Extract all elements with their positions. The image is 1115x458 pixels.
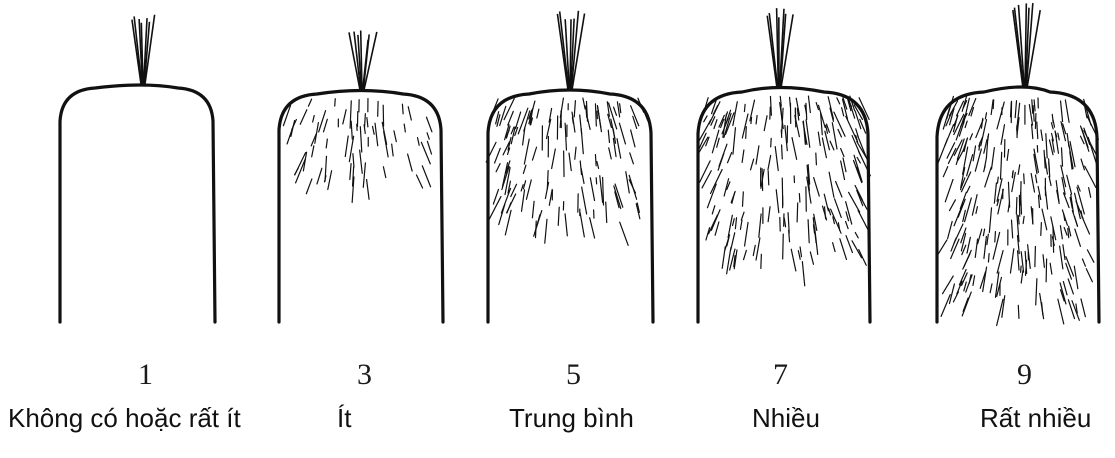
stage-7-score: 7	[773, 360, 788, 390]
stage-5-score: 5	[566, 360, 581, 390]
stage-7-outline	[698, 88, 870, 323]
stage-3-score: 3	[357, 360, 372, 390]
stage-9-tuft	[1013, 3, 1040, 88]
stage-1-drawing	[60, 15, 215, 322]
stage-1-label: Không có hoặc rất ít	[8, 405, 241, 431]
stage-3-outline	[279, 91, 443, 323]
stage-3-hairs	[283, 99, 431, 203]
stage-9-label: Rất nhiều	[980, 405, 1091, 431]
stage-3-drawing	[279, 31, 443, 322]
stage-7-hairs	[697, 96, 870, 286]
stage-3-tuft	[349, 31, 377, 90]
stage-5-drawing	[486, 11, 653, 322]
stage-7-tuft	[767, 8, 793, 88]
stage-1-tuft	[132, 15, 155, 84]
stage-5-tuft	[557, 11, 584, 90]
stage-3-label: Ít	[337, 405, 351, 431]
stage-5-label: Trung bình	[509, 405, 634, 431]
stage-9-hairs	[937, 96, 1098, 325]
stage-7-drawing	[697, 8, 870, 322]
stage-5-hairs	[486, 98, 648, 245]
stage-9-drawing	[937, 3, 1099, 325]
stage-1-score: 1	[138, 360, 153, 390]
stage-9-score: 9	[1017, 360, 1032, 390]
stage-7-label: Nhiều	[752, 405, 820, 431]
stage-1-outline	[60, 85, 215, 322]
stage-5-outline	[488, 90, 653, 322]
